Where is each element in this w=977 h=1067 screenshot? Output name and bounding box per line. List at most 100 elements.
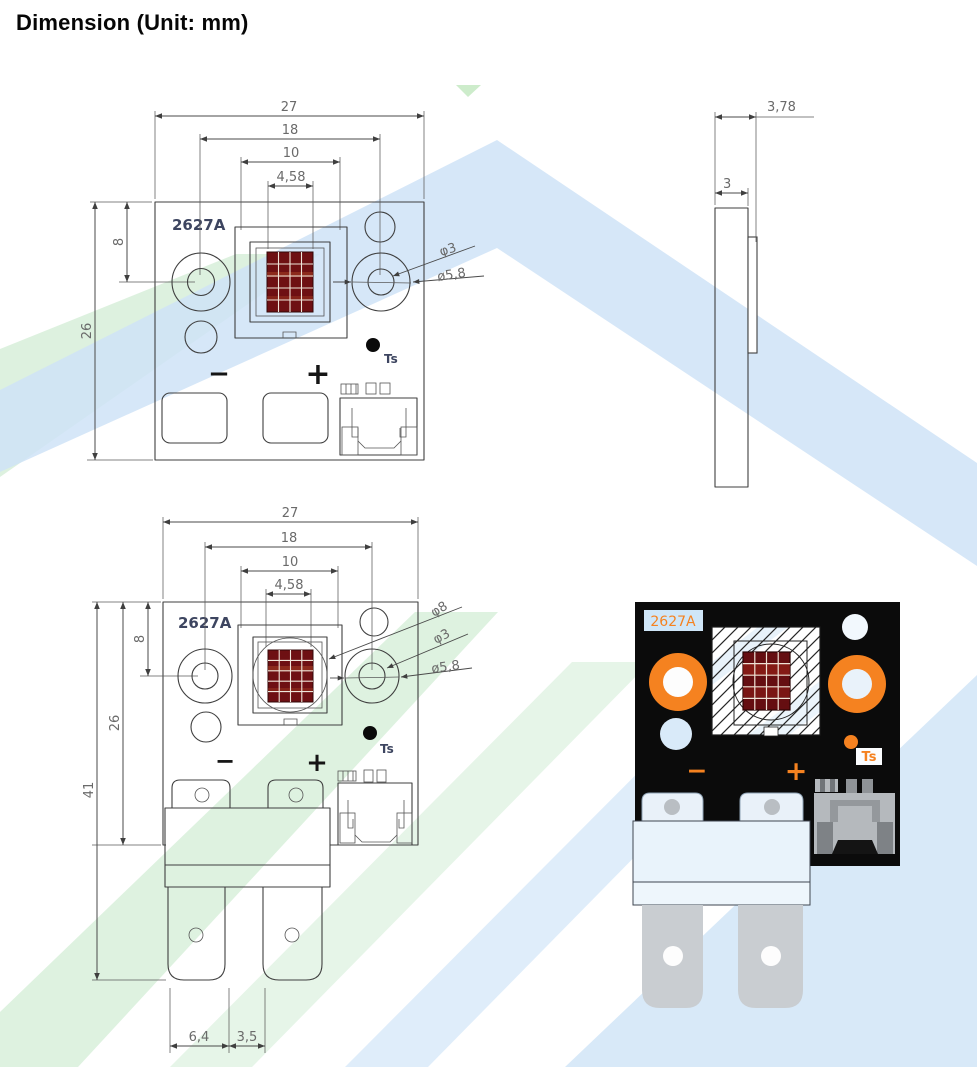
dim-label: 26 bbox=[108, 715, 123, 732]
terminal-housing-band bbox=[632, 881, 811, 906]
dim-tab-width: 6,4 bbox=[169, 988, 230, 1053]
dim-hole-span: 18 bbox=[204, 531, 373, 670]
dim-board-height: 26 bbox=[92, 602, 161, 846]
dim-board-width: 27 bbox=[154, 100, 425, 199]
callout-label: ø5,8 bbox=[430, 658, 460, 677]
dim-board-height: 26 bbox=[80, 202, 153, 461]
callout-hole-diameter: φ3 bbox=[392, 241, 476, 277]
dim-board-thickness: 3 bbox=[715, 177, 749, 206]
view-front-top: 2627A 27 18 10 bbox=[80, 100, 485, 461]
alignment-hole-right bbox=[364, 211, 396, 243]
model-badge bbox=[644, 610, 703, 631]
dim-label: 6,4 bbox=[189, 1030, 210, 1045]
terminal-housing-band bbox=[164, 864, 331, 888]
thermistor-badge bbox=[856, 748, 882, 765]
led-die-array bbox=[267, 649, 314, 703]
led-emitter bbox=[237, 624, 343, 726]
solder-pad-negative bbox=[161, 392, 228, 444]
dim-label: 10 bbox=[282, 555, 299, 570]
dim-label: 10 bbox=[283, 146, 300, 161]
callout-label: ø5,8 bbox=[436, 266, 467, 285]
dim-board-width: 27 bbox=[162, 506, 419, 599]
alignment-hole-left bbox=[190, 711, 222, 743]
led-die-array bbox=[266, 251, 314, 313]
thermistor-label: Ts bbox=[380, 742, 394, 756]
alignment-hole-top-right bbox=[842, 614, 868, 640]
blade-terminal-negative bbox=[167, 887, 226, 981]
dim-led-outer: 10 bbox=[240, 146, 341, 230]
solder-pad-positive bbox=[262, 392, 329, 444]
emitter-protrusion bbox=[747, 236, 758, 354]
led-emitter bbox=[711, 626, 821, 737]
dim-die-width: 4,58 bbox=[267, 170, 314, 249]
thermistor-dot bbox=[366, 338, 380, 352]
plus-mark: + bbox=[305, 357, 330, 392]
dim-label: 27 bbox=[282, 506, 299, 521]
view-side: 3,78 3 bbox=[714, 100, 814, 488]
dim-label: 18 bbox=[281, 531, 298, 546]
mounting-pad-left bbox=[649, 653, 707, 711]
model-label: 2627A bbox=[650, 614, 696, 630]
callout-hole-diameter: φ3 bbox=[386, 626, 469, 669]
board-outline bbox=[154, 201, 425, 461]
watermark-blue-chevron bbox=[0, 140, 977, 566]
dim-label: 3 bbox=[723, 177, 731, 192]
alignment-hole-bottom-left bbox=[660, 718, 692, 750]
dim-label: 8 bbox=[133, 635, 148, 643]
view-product-photo: 2627A bbox=[632, 602, 900, 1008]
dim-total-thickness: 3,78 bbox=[714, 100, 814, 242]
callout-label: φ3 bbox=[438, 241, 459, 260]
minus-mark: − bbox=[687, 756, 708, 785]
model-label: 2627A bbox=[172, 216, 226, 234]
callout-pad-diameter: ø5,8 bbox=[333, 266, 485, 285]
callout-label: φ8 bbox=[428, 599, 450, 621]
dim-label: 4,58 bbox=[275, 578, 304, 593]
dim-led-outer: 10 bbox=[240, 555, 339, 628]
watermark-green-band-2 bbox=[170, 662, 650, 1067]
mounting-hole-left bbox=[171, 252, 231, 312]
dim-label: 26 bbox=[80, 323, 95, 340]
led-die-array bbox=[742, 651, 791, 711]
mounting-hole-left bbox=[177, 648, 233, 704]
dim-label: 3,78 bbox=[767, 100, 796, 115]
minus-mark: − bbox=[208, 359, 230, 389]
smd-connector bbox=[814, 779, 895, 854]
dim-hole-span: 18 bbox=[199, 123, 381, 275]
minus-mark: − bbox=[215, 747, 235, 775]
mounting-hole-right bbox=[344, 648, 400, 704]
thermistor-label: Ts bbox=[862, 750, 877, 765]
dim-label: 27 bbox=[281, 100, 298, 115]
callout-label: φ3 bbox=[431, 626, 453, 647]
thermistor-label: Ts bbox=[384, 352, 398, 366]
terminal-block bbox=[164, 779, 331, 981]
plus-mark: + bbox=[785, 756, 808, 787]
emitter-notch bbox=[763, 726, 779, 737]
view-front-bottom: 2627A 27 18 10 bbox=[82, 506, 473, 1053]
alignment-hole-left bbox=[184, 320, 218, 354]
callout-les-diameter: φ8 bbox=[328, 599, 463, 660]
connector-footprint bbox=[337, 769, 413, 846]
brand-watermark bbox=[0, 85, 977, 1067]
watermark-green-tip bbox=[456, 85, 481, 97]
dim-label: 8 bbox=[112, 238, 127, 246]
thermistor-dot bbox=[844, 735, 858, 749]
watermark-green-band-1 bbox=[0, 612, 498, 1067]
dim-hole-offset: 8 bbox=[133, 602, 198, 677]
dim-tab-gap: 3,5 bbox=[229, 988, 266, 1053]
alignment-hole-right bbox=[359, 607, 389, 637]
thermistor-dot bbox=[363, 726, 377, 740]
mounting-pad-right bbox=[828, 655, 886, 713]
dim-hole-offset: 8 bbox=[90, 201, 195, 283]
emitter-notch bbox=[283, 718, 298, 725]
emitter-notch bbox=[282, 331, 297, 338]
page-title: Dimension (Unit: mm) bbox=[16, 10, 249, 35]
terminal-housing bbox=[632, 820, 811, 883]
dim-label: 3,5 bbox=[237, 1030, 258, 1045]
terminal-block bbox=[632, 792, 811, 1008]
blade-terminal-positive bbox=[262, 887, 323, 981]
dim-total-height: 41 bbox=[82, 601, 166, 981]
callout-pad-diameter: ø5,8 bbox=[330, 658, 473, 681]
led-emitter bbox=[234, 226, 348, 339]
